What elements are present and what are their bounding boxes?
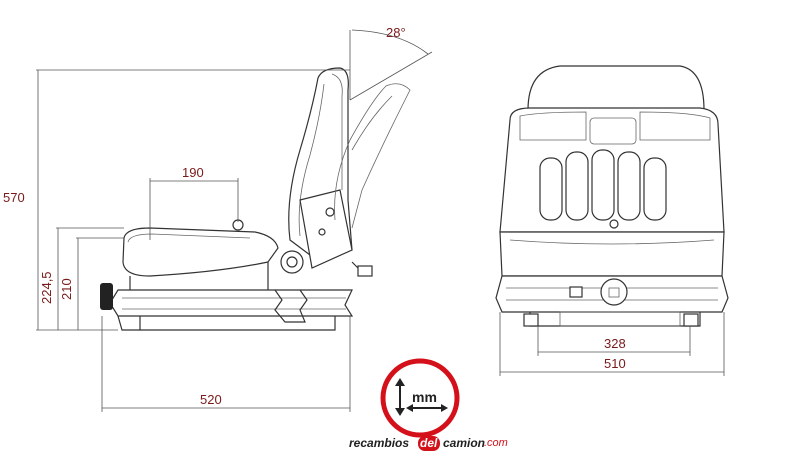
depth-520-label: 520 bbox=[200, 392, 222, 407]
suspension-base bbox=[109, 289, 354, 317]
back-pad-5 bbox=[643, 157, 667, 221]
mount-left bbox=[523, 313, 539, 327]
unit-label: mm bbox=[412, 389, 437, 405]
weight-adjust-dial bbox=[600, 278, 628, 306]
mount-right bbox=[683, 313, 699, 327]
reclined-backrest-outline bbox=[334, 83, 411, 229]
recline-lever-hub bbox=[280, 250, 304, 274]
arrow-left-icon bbox=[406, 404, 413, 412]
bellows bbox=[274, 289, 308, 323]
width-510-label: 510 bbox=[604, 356, 626, 371]
back-pad-4 bbox=[617, 151, 641, 221]
brand-text-1: recambios bbox=[349, 436, 409, 450]
brand-del-badge bbox=[418, 436, 440, 451]
front-view: 328 510 bbox=[495, 65, 729, 376]
height-210-label: 210 bbox=[59, 278, 74, 300]
hinge-plate bbox=[299, 189, 353, 269]
logo-ring bbox=[380, 358, 460, 438]
back-pad-3 bbox=[591, 149, 615, 221]
arrow-down-icon bbox=[395, 408, 405, 416]
headrest bbox=[527, 65, 705, 111]
seat-cushion bbox=[122, 227, 279, 277]
brand-suffix: .com bbox=[484, 437, 508, 449]
adjust-knob bbox=[100, 283, 113, 310]
front-backrest bbox=[499, 107, 725, 233]
brand-text-2: del bbox=[420, 436, 438, 450]
brand-text-3: camion bbox=[443, 436, 485, 450]
back-pad-2 bbox=[565, 151, 589, 221]
arrow-right-icon bbox=[441, 404, 448, 412]
back-pad-1 bbox=[539, 157, 563, 221]
brand-logo: mm recambios del camion .com bbox=[349, 358, 508, 451]
height-224-label: 224,5 bbox=[39, 271, 54, 304]
angle-arc bbox=[351, 29, 429, 55]
side-view: 28° 570 224,5 210 190 520 bbox=[3, 25, 433, 412]
base-plate bbox=[139, 316, 336, 331]
angle-label: 28° bbox=[386, 25, 406, 40]
depth-190-label: 190 bbox=[182, 165, 204, 180]
arrow-up-icon bbox=[395, 378, 405, 386]
connector-plug bbox=[357, 265, 373, 277]
width-328-label: 328 bbox=[604, 336, 626, 351]
height-570-label: 570 bbox=[3, 190, 25, 205]
front-seat-cushion bbox=[499, 231, 725, 277]
